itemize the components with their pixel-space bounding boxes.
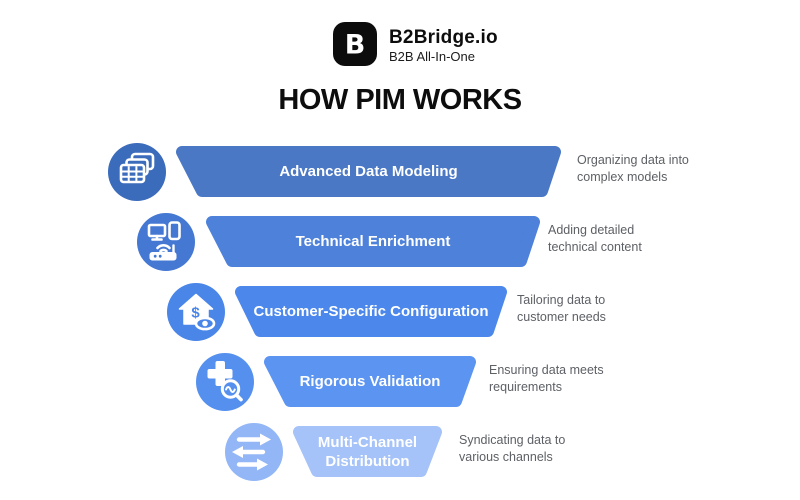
brand-tagline: B2B All-In-One xyxy=(389,49,475,64)
funnel-step-label: Customer-Specific Configuration xyxy=(253,303,489,320)
funnel-bar xyxy=(264,356,476,407)
funnel-step-description: Syndicating data to various channels xyxy=(459,433,566,464)
stacked-tables-icon xyxy=(108,143,166,201)
funnel-step-label: Technical Enrichment xyxy=(295,233,451,250)
b2bridge-logo-icon: B xyxy=(333,22,377,66)
plus-magnifier-icon xyxy=(196,353,254,411)
logo-letter: B xyxy=(345,30,366,61)
funnel-step-label: Advanced Data Modeling xyxy=(279,163,458,180)
funnel-step-label: Multi-Channel Distribution xyxy=(317,433,418,470)
exchange-arrows-icon xyxy=(225,423,283,481)
funnel-bar xyxy=(176,146,561,197)
funnel-step-description: Ensuring data meets requirements xyxy=(489,363,604,394)
brand-name: B2Bridge.io xyxy=(389,27,498,48)
funnel-bar xyxy=(293,426,442,477)
funnel-bar xyxy=(206,216,540,267)
funnel-step-description: Organizing data into complex models xyxy=(577,153,689,184)
house-dollar-eye-icon: $ xyxy=(167,283,225,341)
devices-icon xyxy=(137,213,195,271)
funnel-bar xyxy=(235,286,507,337)
funnel-step-description: Adding detailed technical content xyxy=(548,223,642,254)
page-title: HOW PIM WORKS xyxy=(278,84,522,116)
funnel-step-description: Tailoring data to customer needs xyxy=(517,293,606,324)
svg-text:$: $ xyxy=(191,305,200,322)
funnel-step-label: Rigorous Validation xyxy=(299,373,441,390)
